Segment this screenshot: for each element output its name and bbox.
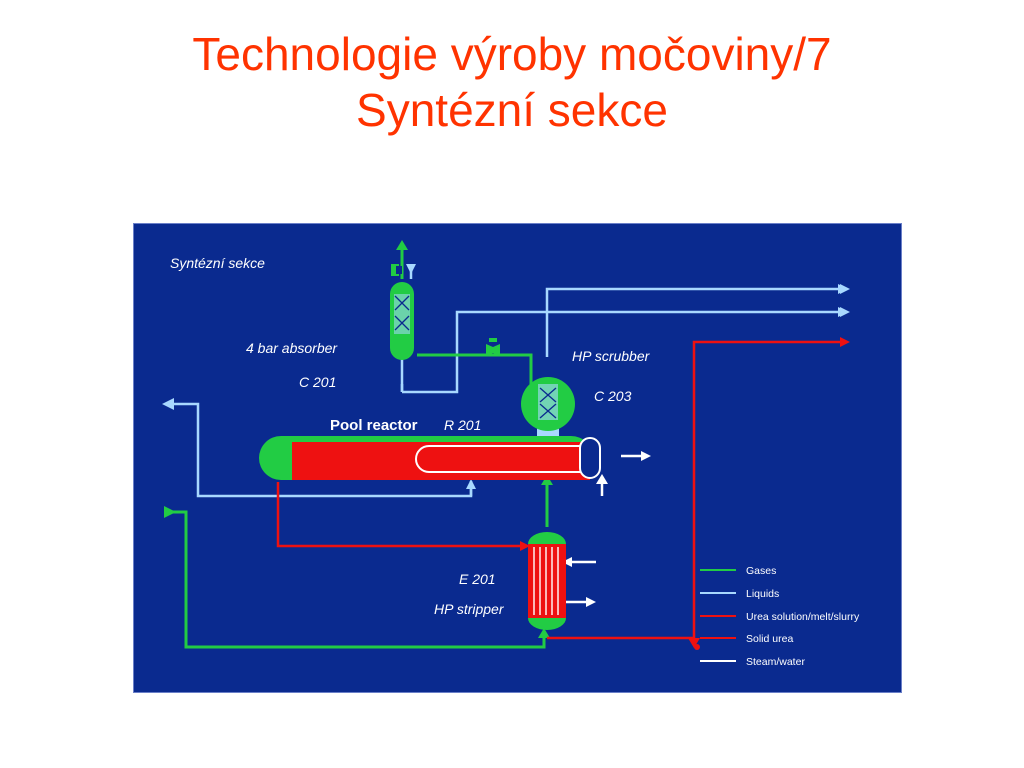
svg-text:Solid urea: Solid urea (746, 633, 793, 645)
svg-text:Gases: Gases (746, 565, 776, 577)
legend-item-urea-solution: Urea solution/melt/slurry (700, 611, 860, 623)
reactor-tag: R 201 (444, 417, 481, 433)
absorber-tag: C 201 (299, 374, 336, 390)
gas-vent-arrow (396, 240, 408, 250)
legend-item-steam-water: Steam/water (700, 656, 805, 668)
valve-icon (486, 338, 500, 356)
pool-reactor-vessel (259, 436, 601, 480)
absorber-column (390, 282, 414, 360)
legend-item-solid-urea: Solid urea (700, 633, 793, 645)
process-diagram: Syntézní sekce (133, 223, 902, 693)
process-flow-svg: Syntézní sekce (162, 240, 860, 668)
slide-title: Technologie výroby močoviny/7 Syntézní s… (0, 26, 1024, 138)
scrubber-vessel (521, 377, 575, 437)
legend-item-gases: Gases (700, 565, 776, 577)
reactor-name: Pool reactor (330, 417, 418, 434)
gas-inlet-marker (164, 506, 176, 518)
title-line-2: Syntézní sekce (356, 84, 668, 136)
vent-valve-icon (391, 264, 402, 276)
urea-solution-lines (276, 340, 846, 640)
absorber-name: 4 bar absorber (246, 340, 338, 356)
stripper-exchanger (528, 532, 566, 630)
legend-item-liquids: Liquids (700, 588, 779, 600)
stripper-tag: E 201 (459, 571, 496, 587)
stripper-name: HP stripper (434, 601, 505, 617)
svg-text:Steam/water: Steam/water (746, 656, 805, 668)
scrubber-tag: C 203 (594, 388, 632, 404)
svg-text:Liquids: Liquids (746, 588, 779, 600)
diagram-heading: Syntézní sekce (170, 255, 265, 271)
scrubber-name: HP scrubber (572, 348, 651, 364)
title-line-1: Technologie výroby močoviny/7 (192, 28, 832, 80)
legend: Gases Liquids Urea solution/melt/slurry … (700, 565, 860, 668)
liquid-inlet-marker (162, 398, 174, 410)
svg-text:Urea solution/melt/slurry: Urea solution/melt/slurry (746, 611, 860, 623)
